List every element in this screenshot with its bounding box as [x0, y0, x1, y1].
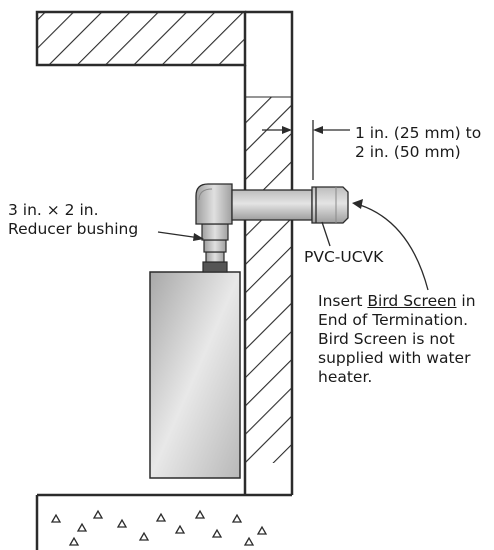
note-line2: End of Termination. [318, 311, 469, 329]
reducer-leader [157, 231, 204, 241]
horizontal-vent-pipe [231, 189, 313, 221]
clearance-label: 1 in. (25 mm) to 2 in. (50 mm) [355, 124, 481, 162]
clearance-label-line1: 1 in. (25 mm) to [355, 124, 482, 142]
note-line3: Bird Screen is not [318, 330, 455, 348]
elbow-fitting [195, 183, 233, 225]
reducer-label-line2: Reducer bushing [8, 220, 139, 238]
floor-concrete [35, 493, 292, 550]
ceiling-structure [35, 10, 247, 67]
bird-screen-term: Bird Screen [367, 292, 457, 310]
note-line4: supplied with water [318, 349, 471, 367]
reducer-label-line1: 3 in. × 2 in. [8, 201, 99, 219]
heater-collar [202, 239, 228, 273]
note-line1-pre: Insert [318, 292, 368, 310]
water-heater [149, 271, 241, 479]
reducer-bushing [201, 223, 229, 241]
note-line1-post: in [456, 292, 476, 310]
vent-termination [311, 186, 349, 224]
clearance-label-line2: 2 in. (50 mm) [355, 143, 461, 161]
note-line1: Insert Bird Screen in [318, 292, 476, 311]
bird-screen-note: Insert Bird Screen in End of Termination… [318, 292, 476, 387]
vent-kit-leader [321, 221, 331, 247]
reducer-label: 3 in. × 2 in. Reducer bushing [8, 201, 138, 239]
bird-screen-leader [352, 199, 429, 291]
clearance-dimension [262, 120, 350, 180]
wall-hatched-section [243, 65, 292, 495]
note-line5: heater. [318, 368, 373, 386]
vent-kit-label: PVC-UCVK [304, 248, 384, 266]
